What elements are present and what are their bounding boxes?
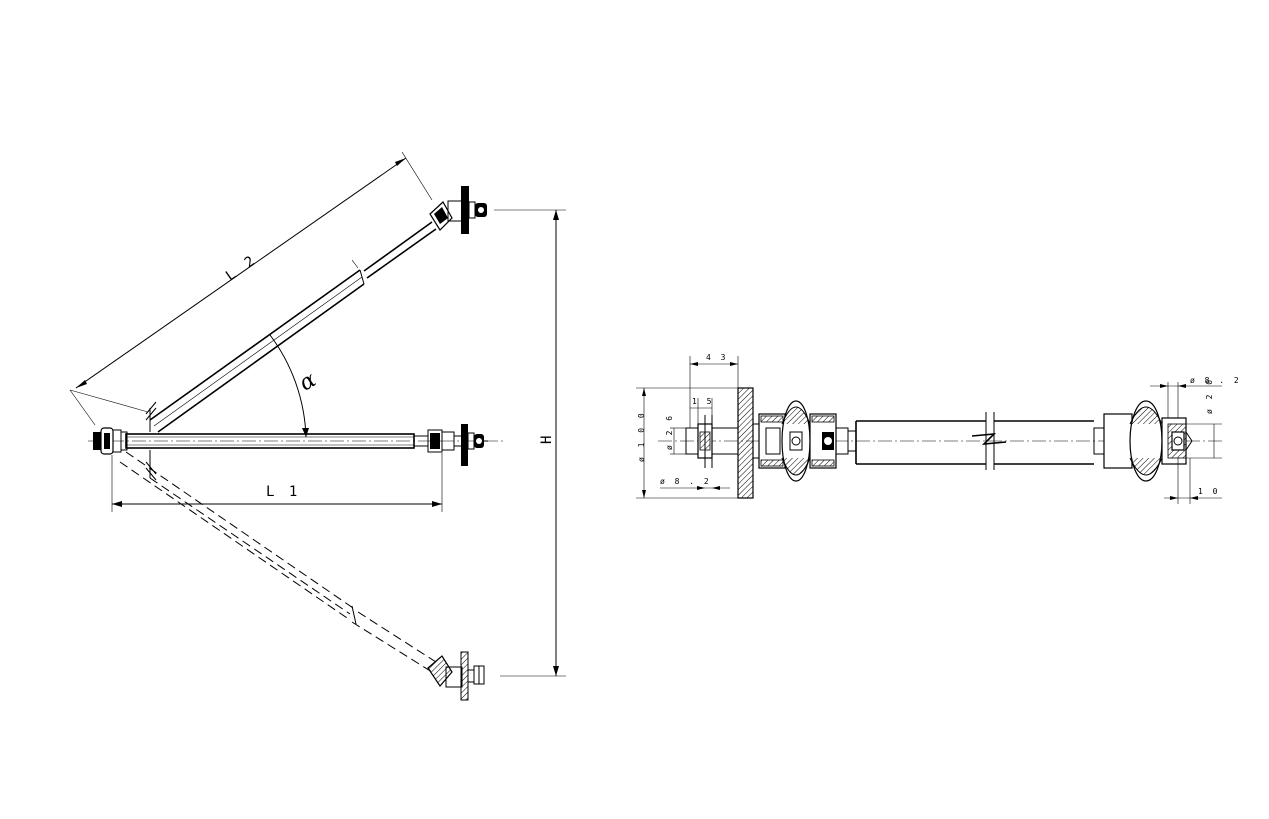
label-dim-d82-right: ø 8 . 2 (1190, 376, 1241, 385)
label-dim-10: 1 0 (1198, 487, 1220, 496)
label-dim-d82-left: ø 8 . 2 (660, 477, 711, 486)
left-stub-shaft (685, 415, 739, 468)
dimension-d82-left (660, 486, 730, 490)
upper-end-fitting (429, 186, 487, 234)
upper-inclined-rod (149, 221, 437, 433)
label-l2: L 2 (223, 252, 260, 285)
dimension-d20 (1186, 423, 1222, 459)
lower-dashed-rod (119, 451, 437, 673)
angle-alpha-arc (269, 334, 309, 438)
dimension-d82-right (1150, 382, 1222, 418)
label-dim-43: 4 3 (706, 353, 728, 362)
right-coupling (1093, 400, 1193, 482)
dimension-l1 (111, 453, 443, 512)
dimension-15 (690, 398, 713, 424)
left-view: L 2 L 1 H α (69, 151, 566, 701)
long-tube (855, 412, 1094, 470)
dimension-l2 (69, 151, 433, 426)
flange-plate (737, 387, 754, 499)
right-view: 4 3 1 5 ø 1 0 0 ø 2 6 (636, 353, 1241, 504)
label-dim-d20: ø 2 0 (1205, 377, 1214, 414)
dimension-10 (1164, 458, 1222, 504)
right-end-fitting (427, 424, 488, 466)
dimension-h (494, 209, 566, 677)
lower-end-fitting (427, 651, 485, 701)
dimension-d100 (636, 387, 738, 499)
coupling-body (752, 400, 857, 482)
label-dim-d26: ø 2 6 (665, 413, 674, 450)
horizontal-rod (125, 433, 429, 449)
dimension-43 (689, 356, 739, 428)
left-pivot-joint (93, 401, 157, 481)
label-dim-15: 1 5 (692, 397, 714, 406)
dimension-d26 (670, 427, 686, 455)
label-l1: L 1 (266, 484, 300, 500)
label-dim-d100: ø 1 0 0 (637, 411, 646, 462)
label-h: H (539, 433, 555, 444)
